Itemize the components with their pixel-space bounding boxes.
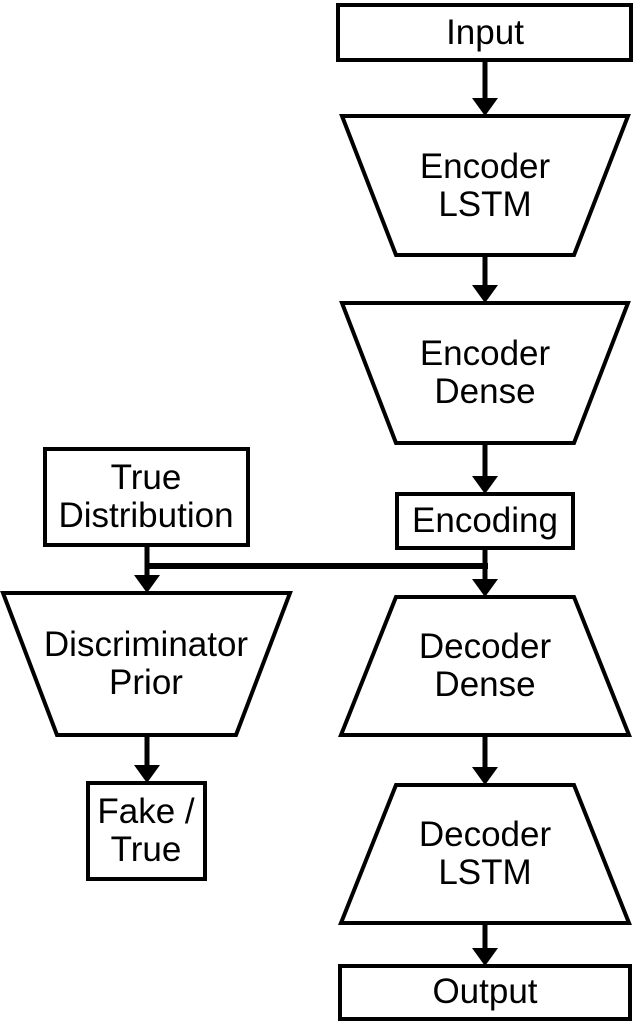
input-box bbox=[336, 3, 633, 62]
output-box bbox=[338, 964, 632, 1021]
arrowhead-decoder-lstm-to-output bbox=[472, 948, 498, 966]
encoder-dense-trapezoid bbox=[339, 301, 631, 445]
fake-true-box bbox=[86, 781, 207, 881]
arrowhead-decoder-dense-to-decoder-lstm bbox=[472, 767, 498, 785]
arrowhead-discriminator-to-fake-true bbox=[134, 765, 160, 783]
true-distribution-box bbox=[43, 447, 250, 547]
arrowhead-encoder-lstm-to-encoder-dense bbox=[472, 285, 498, 303]
arrowhead-true-distribution-to-discriminator bbox=[134, 575, 160, 593]
encoder-lstm-trapezoid bbox=[339, 114, 631, 257]
decoder-dense-trapezoid bbox=[338, 595, 632, 737]
encoding-box bbox=[395, 492, 575, 550]
arrowhead-encoding-to-decoder-dense bbox=[472, 579, 498, 597]
arrowhead-encoder-dense-to-encoding bbox=[472, 476, 498, 494]
arrowhead-input-to-encoder-lstm bbox=[472, 98, 498, 116]
discriminator-prior-trapezoid bbox=[0, 591, 293, 737]
decoder-lstm-trapezoid bbox=[338, 783, 632, 925]
